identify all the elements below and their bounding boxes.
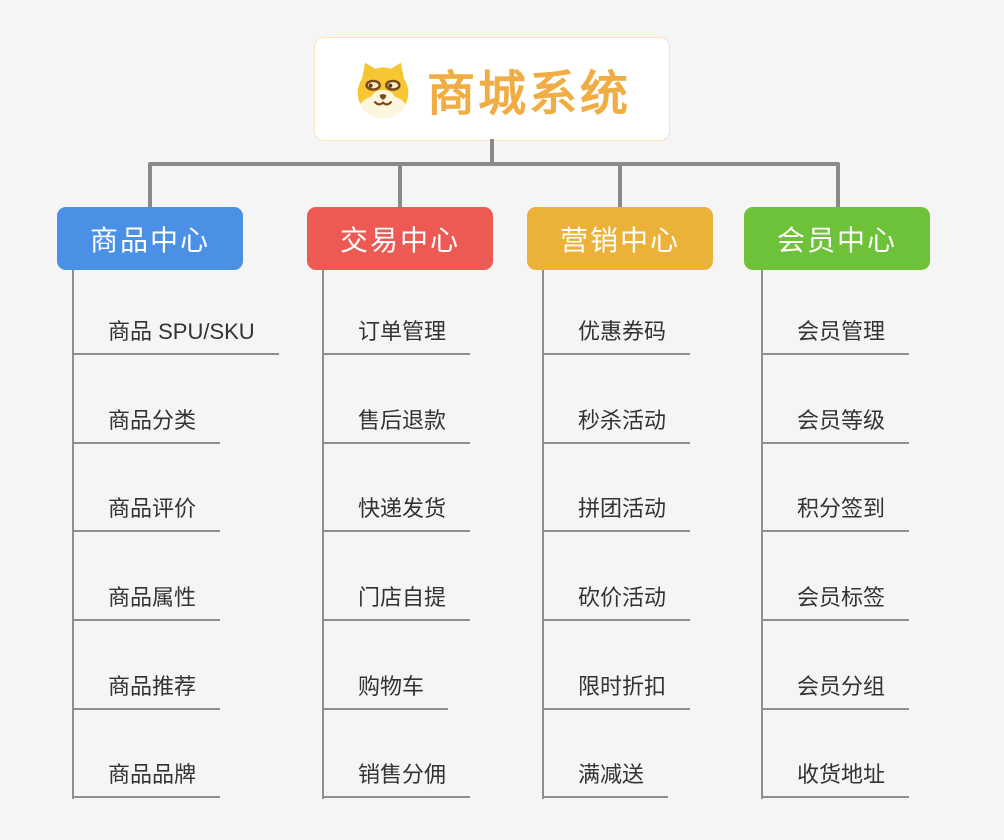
child-topic[interactable]: 商品 SPU/SKU [74, 270, 279, 355]
child-topic[interactable]: 会员分组 [763, 621, 910, 710]
child-topic[interactable]: 会员管理 [763, 270, 910, 355]
connector-drop-branch-4 [836, 164, 840, 207]
child-topic[interactable]: 门店自提 [324, 532, 471, 622]
connector-drop-branch-1 [148, 164, 152, 207]
branch-node-member-center[interactable]: 会员中心 [744, 207, 930, 270]
shiba-dog-face-icon [357, 62, 409, 119]
child-topic[interactable]: 积分签到 [763, 444, 910, 533]
child-topic[interactable]: 限时折扣 [544, 621, 691, 710]
branch-node-marketing-center[interactable]: 营销中心 [527, 207, 713, 270]
child-topic[interactable]: 收货地址 [763, 710, 910, 799]
child-topic[interactable]: 销售分佣 [324, 710, 471, 799]
child-topic[interactable]: 会员标签 [763, 532, 910, 622]
branch-1-children: 商品 SPU/SKU 商品分类 商品评价 商品属性 商品推荐 商品品牌 [72, 270, 279, 799]
child-topic[interactable]: 快递发货 [324, 444, 471, 533]
branch-node-product-center[interactable]: 商品中心 [57, 207, 243, 270]
child-topic[interactable]: 订单管理 [324, 270, 471, 355]
child-topic[interactable]: 商品分类 [74, 355, 221, 444]
root-topic-title: 商城系统 [426, 68, 631, 121]
branch-2-children: 订单管理 售后退款 快递发货 门店自提 购物车 销售分佣 [322, 270, 471, 799]
child-topic[interactable]: 砍价活动 [544, 532, 691, 622]
child-topic[interactable]: 商品属性 [74, 532, 221, 622]
root-topic-node[interactable]: 商城系统 [314, 37, 670, 141]
child-topic[interactable]: 优惠券码 [544, 270, 691, 355]
child-topic[interactable]: 商品评价 [74, 444, 221, 533]
child-topic[interactable]: 商品品牌 [74, 710, 221, 799]
connector-drop-branch-2 [398, 164, 402, 207]
child-topic[interactable]: 购物车 [324, 621, 449, 710]
child-topic[interactable]: 秒杀活动 [544, 355, 691, 444]
child-topic[interactable]: 会员等级 [763, 355, 910, 444]
child-topic[interactable]: 商品推荐 [74, 621, 221, 710]
branch-3-children: 优惠券码 秒杀活动 拼团活动 砍价活动 限时折扣 满减送 [542, 270, 691, 799]
child-topic[interactable]: 满减送 [544, 710, 669, 799]
connector-horizontal [148, 162, 840, 166]
child-topic[interactable]: 售后退款 [324, 355, 471, 444]
child-topic[interactable]: 拼团活动 [544, 444, 691, 533]
connector-drop-branch-3 [618, 164, 622, 207]
branch-node-trade-center[interactable]: 交易中心 [307, 207, 493, 270]
connector-root-stem [490, 139, 494, 165]
branch-4-children: 会员管理 会员等级 积分签到 会员标签 会员分组 收货地址 [761, 270, 910, 799]
